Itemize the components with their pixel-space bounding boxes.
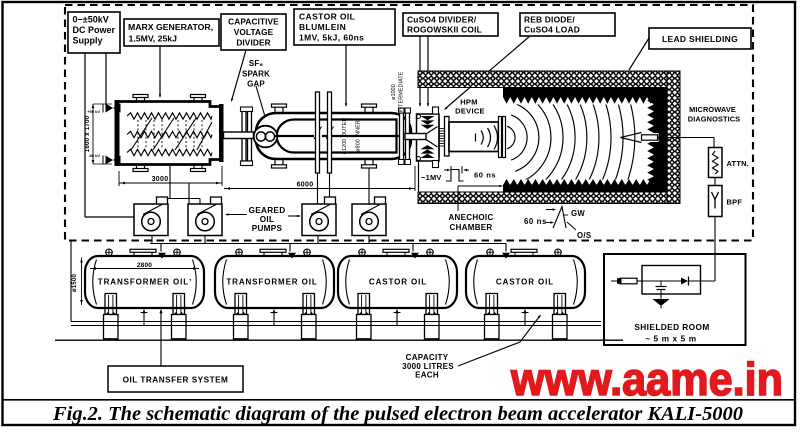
svg-text:0−±50kV: 0−±50kV (73, 15, 109, 25)
svg-text:+50 kV: +50 kV (87, 109, 100, 114)
svg-text:ø1500: ø1500 (72, 274, 78, 292)
svg-text:VOLTAGE: VOLTAGE (234, 27, 274, 37)
svg-text:ATTN.: ATTN. (727, 159, 750, 168)
svg-text:DIAGNOSTICS: DIAGNOSTICS (688, 115, 740, 124)
svg-text:INTERMEDIATE: INTERMEDIATE (399, 71, 405, 112)
svg-text:2800: 2800 (137, 262, 152, 269)
svg-text:1MV, 5kJ, 60ns: 1MV, 5kJ, 60ns (299, 33, 364, 43)
svg-text:PUMPS: PUMPS (252, 224, 283, 233)
svg-text:TRANSFORMER OILʼ: TRANSFORMER OILʼ (98, 278, 192, 287)
svg-text:ø800 INNER: ø800 INNER (356, 120, 362, 152)
svg-text:CuSO4 DIVIDER/: CuSO4 DIVIDER/ (407, 15, 477, 25)
svg-text:REB DIODE/: REB DIODE/ (524, 15, 575, 25)
svg-text:CAPACITY: CAPACITY (406, 353, 449, 362)
svg-text:O/S: O/S (577, 231, 591, 240)
svg-text:OIL TRANSFER SYSTEM: OIL TRANSFER SYSTEM (123, 376, 229, 385)
svg-text:ROGOWSKII COIL: ROGOWSKII COIL (407, 25, 482, 35)
svg-text:MARX GENERATOR,: MARX GENERATOR, (128, 22, 213, 32)
svg-text:60 ns: 60 ns (474, 171, 496, 180)
svg-text:ANECHOIC: ANECHOIC (448, 213, 493, 222)
svg-text:MICROWAVE: MICROWAVE (689, 105, 736, 114)
svg-text:CuSO4 LOAD: CuSO4 LOAD (524, 25, 580, 35)
svg-text:OIL: OIL (260, 215, 275, 224)
svg-text:1600 x 1700: 1600 x 1700 (84, 115, 91, 152)
svg-text:BLUMLEIN: BLUMLEIN (299, 22, 346, 32)
svg-text:1.5MV, 25kJ: 1.5MV, 25kJ (129, 34, 178, 44)
svg-text:-50 kV: -50 kV (88, 153, 100, 158)
svg-text:LEAD SHIELDING: LEAD SHIELDING (662, 34, 738, 44)
svg-text:DEVICE: DEVICE (455, 107, 485, 116)
svg-text:GEARED: GEARED (249, 206, 286, 215)
svg-text:ø1200 OUTER: ø1200 OUTER (342, 118, 348, 155)
svg-text:SF₆: SF₆ (249, 59, 263, 68)
svg-text:TRANSFORMER OIL: TRANSFORMER OIL (226, 278, 317, 287)
svg-text:6000: 6000 (297, 182, 314, 189)
svg-text:Fig.2. The schematic diagram o: Fig.2. The schematic diagram of the puls… (52, 403, 743, 425)
svg-text:SHIELDED ROOM: SHIELDED ROOM (634, 322, 709, 332)
svg-text:CAPACITIVE: CAPACITIVE (228, 17, 279, 27)
svg-text:CASTOR OIL: CASTOR OIL (369, 278, 427, 287)
svg-text:HPM: HPM (460, 98, 478, 107)
svg-text:CHAMBER: CHAMBER (450, 223, 493, 232)
svg-text:GAP: GAP (247, 80, 265, 89)
svg-text:DIVIDER: DIVIDER (236, 38, 270, 48)
svg-text:DC Power: DC Power (73, 25, 116, 35)
svg-text:CASTOR OIL: CASTOR OIL (299, 12, 355, 22)
svg-text:GW: GW (571, 209, 585, 218)
svg-text:Supply: Supply (73, 36, 103, 46)
svg-text:3000 LITRES: 3000 LITRES (402, 362, 454, 371)
svg-text:www.aame.in: www.aame.in (510, 353, 783, 405)
svg-text:SPARK: SPARK (242, 70, 270, 79)
svg-text:60 ns: 60 ns (524, 217, 547, 226)
svg-text:ø1000: ø1000 (391, 84, 397, 100)
svg-text:CASTOR OIL: CASTOR OIL (496, 278, 554, 287)
svg-text:3000: 3000 (152, 176, 169, 183)
svg-text:EACH: EACH (415, 371, 439, 380)
svg-text:~ 5 m x 5 m: ~ 5 m x 5 m (645, 334, 697, 344)
svg-text:BPF: BPF (727, 198, 743, 207)
svg-text:−1MV: −1MV (421, 173, 442, 182)
